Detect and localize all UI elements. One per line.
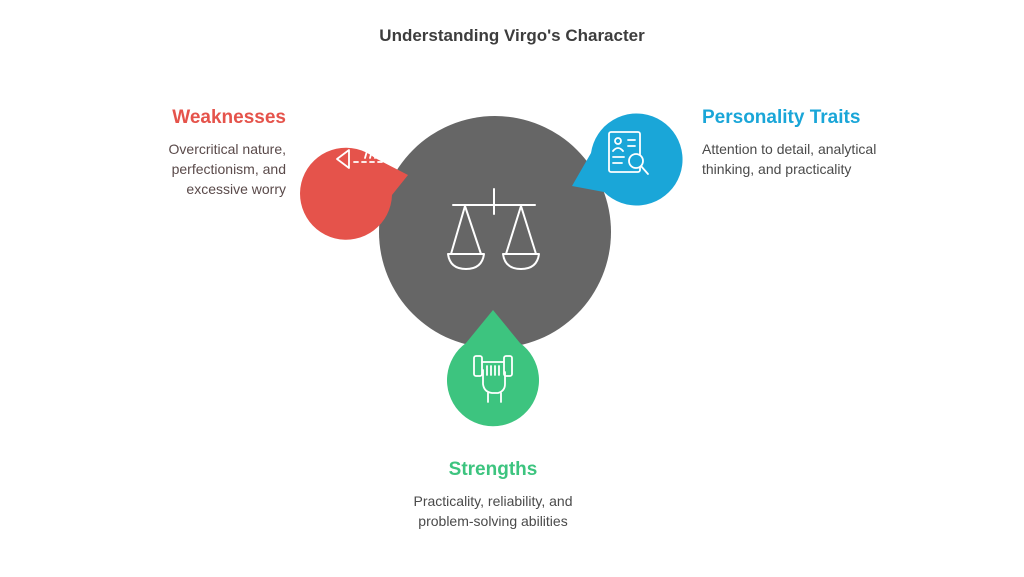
personality-traits-text: Attention to detail, analytical thinking…	[702, 141, 877, 177]
balance-scale-icon	[447, 188, 540, 270]
weaknesses-bubble	[300, 147, 408, 240]
weaknesses-block: Weaknesses Overcritical nature, perfecti…	[110, 107, 286, 199]
profile-search-icon	[608, 131, 649, 175]
personality-traits-bubble	[572, 113, 683, 206]
strengths-text: Practicality, reliability, and problem-s…	[413, 493, 573, 529]
weaknesses-heading: Weaknesses	[172, 107, 286, 128]
center-circle	[379, 116, 611, 348]
strengths-block: Strengths Practicality, reliability, and…	[393, 459, 593, 531]
strengths-bubble	[447, 310, 539, 427]
weaknesses-text: Overcritical nature, perfectionism, and …	[168, 141, 286, 197]
dumbbell-hand-icon	[473, 355, 513, 403]
diagram-title: Understanding Virgo's Character	[379, 26, 645, 45]
rain-cloud-icon	[336, 129, 390, 169]
personality-traits-block: Personality Traits Attention to detail, …	[702, 107, 902, 179]
personality-traits-heading: Personality Traits	[702, 107, 861, 128]
strengths-heading: Strengths	[448, 459, 538, 480]
